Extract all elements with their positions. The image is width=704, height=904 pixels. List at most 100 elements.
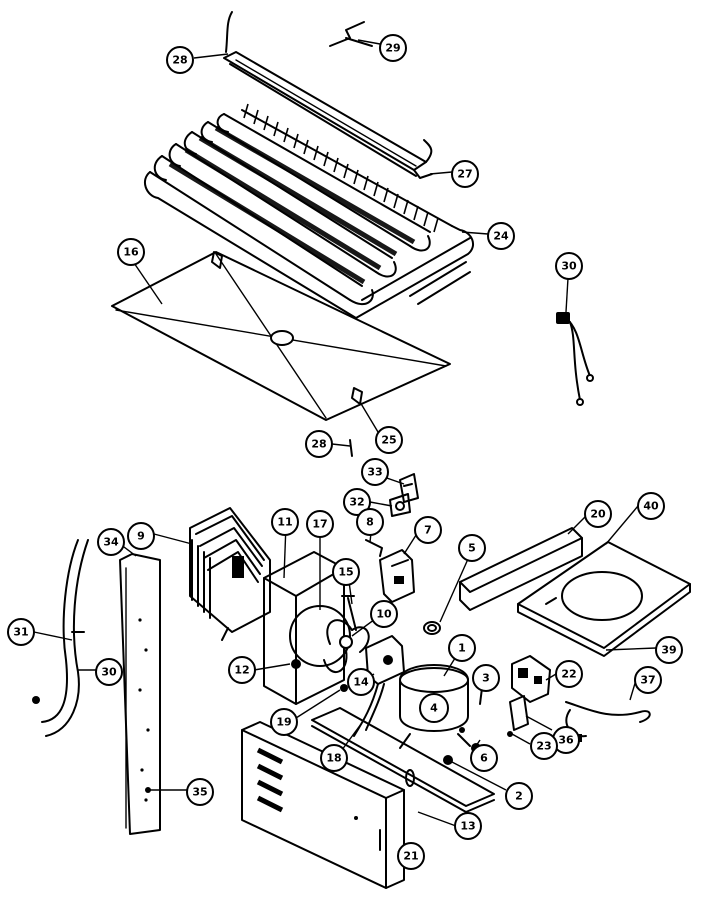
callout-23: 23 [530,732,558,760]
condenser-coil [189,507,271,641]
svg-text:21: 21 [403,850,418,863]
svg-text:3: 3 [482,672,490,685]
svg-text:27: 27 [457,168,472,181]
callout-32: 32 [343,488,371,516]
drain-tubes [32,539,89,737]
svg-text:25: 25 [381,434,396,447]
callout-20: 20 [584,500,612,528]
evaporator-pan [111,251,451,421]
svg-text:28: 28 [311,438,326,451]
grommet-5 [423,621,441,635]
retainer-clip [349,439,353,457]
svg-text:23: 23 [536,740,551,753]
callout-30b: 30 [95,658,123,686]
callout-8: 8 [356,508,384,536]
callout-10: 10 [370,600,398,628]
svg-text:32: 32 [349,496,364,509]
callout-40: 40 [637,492,665,520]
svg-text:11: 11 [277,516,292,529]
callout-4: 4 [419,693,449,723]
callout-3: 3 [472,664,500,692]
svg-text:30: 30 [101,666,117,679]
svg-text:7: 7 [424,524,432,537]
svg-text:34: 34 [103,536,119,549]
svg-text:1: 1 [458,642,466,655]
svg-text:9: 9 [137,530,145,543]
callout-11: 11 [271,508,299,536]
svg-text:2: 2 [515,790,523,803]
svg-text:33: 33 [367,466,382,479]
svg-text:14: 14 [353,676,369,689]
callout-28a: 28 [166,46,194,74]
evaporator [143,103,475,319]
svg-text:29: 29 [385,42,400,55]
callout-30a: 30 [555,252,583,280]
grommet-2 [443,755,453,765]
callout-27: 27 [451,160,479,188]
svg-text:17: 17 [312,518,327,531]
callout-13: 13 [454,812,482,840]
relay-bracket-8 [365,539,383,557]
svg-text:8: 8 [366,516,374,529]
svg-text:39: 39 [661,644,676,657]
wire-clip [329,21,373,47]
cover-36 [509,695,529,731]
svg-text:22: 22 [561,668,576,681]
callout-35: 35 [186,778,214,806]
callout-12: 12 [228,656,256,684]
svg-text:16: 16 [123,246,139,259]
fan-bracket [341,595,357,631]
callout-15: 15 [332,558,360,586]
svg-text:10: 10 [376,608,392,621]
screw-12 [292,660,300,668]
svg-text:28: 28 [172,54,187,67]
bracket-32 [389,493,411,517]
callout-14: 14 [347,668,375,696]
callout-28b: 28 [305,430,333,458]
drain-trough [223,11,433,179]
callout-22: 22 [555,660,583,688]
svg-text:20: 20 [590,508,606,521]
callout-7: 7 [414,516,442,544]
svg-text:13: 13 [460,820,475,833]
callout-6: 6 [470,744,498,772]
callout-21: 21 [397,842,425,870]
callout-5: 5 [458,534,486,562]
callout-18: 18 [320,744,348,772]
callout-17: 17 [306,510,334,538]
side-panel [119,553,161,835]
svg-text:6: 6 [480,752,488,765]
callout-1: 1 [448,634,476,662]
svg-text:15: 15 [338,566,353,579]
screw-19 [340,684,348,692]
svg-text:12: 12 [234,664,249,677]
svg-text:36: 36 [558,734,574,747]
rail-bracket [459,527,583,611]
svg-text:4: 4 [430,702,438,715]
defrost-harness [556,312,594,406]
callout-39: 39 [655,636,683,664]
overload-relay [353,635,405,737]
callout-37: 37 [634,666,662,694]
svg-text:40: 40 [643,500,659,513]
svg-text:31: 31 [13,626,28,639]
bracket-33 [399,473,419,503]
access-panel [241,721,415,889]
svg-text:18: 18 [326,752,341,765]
callout-19: 19 [270,708,298,736]
callout-33: 33 [361,458,389,486]
screw-23 [507,731,513,737]
svg-text:19: 19 [276,716,291,729]
callout-29: 29 [379,34,407,62]
svg-text:5: 5 [468,542,476,555]
callout-25: 25 [375,426,403,454]
callout-34: 34 [97,528,125,556]
svg-text:37: 37 [640,674,655,687]
callout-9: 9 [127,522,155,550]
callout-31: 31 [7,618,35,646]
callout-24: 24 [487,222,515,250]
svg-text:35: 35 [192,786,207,799]
start-relay-22 [511,655,551,703]
relay-7 [379,549,415,603]
